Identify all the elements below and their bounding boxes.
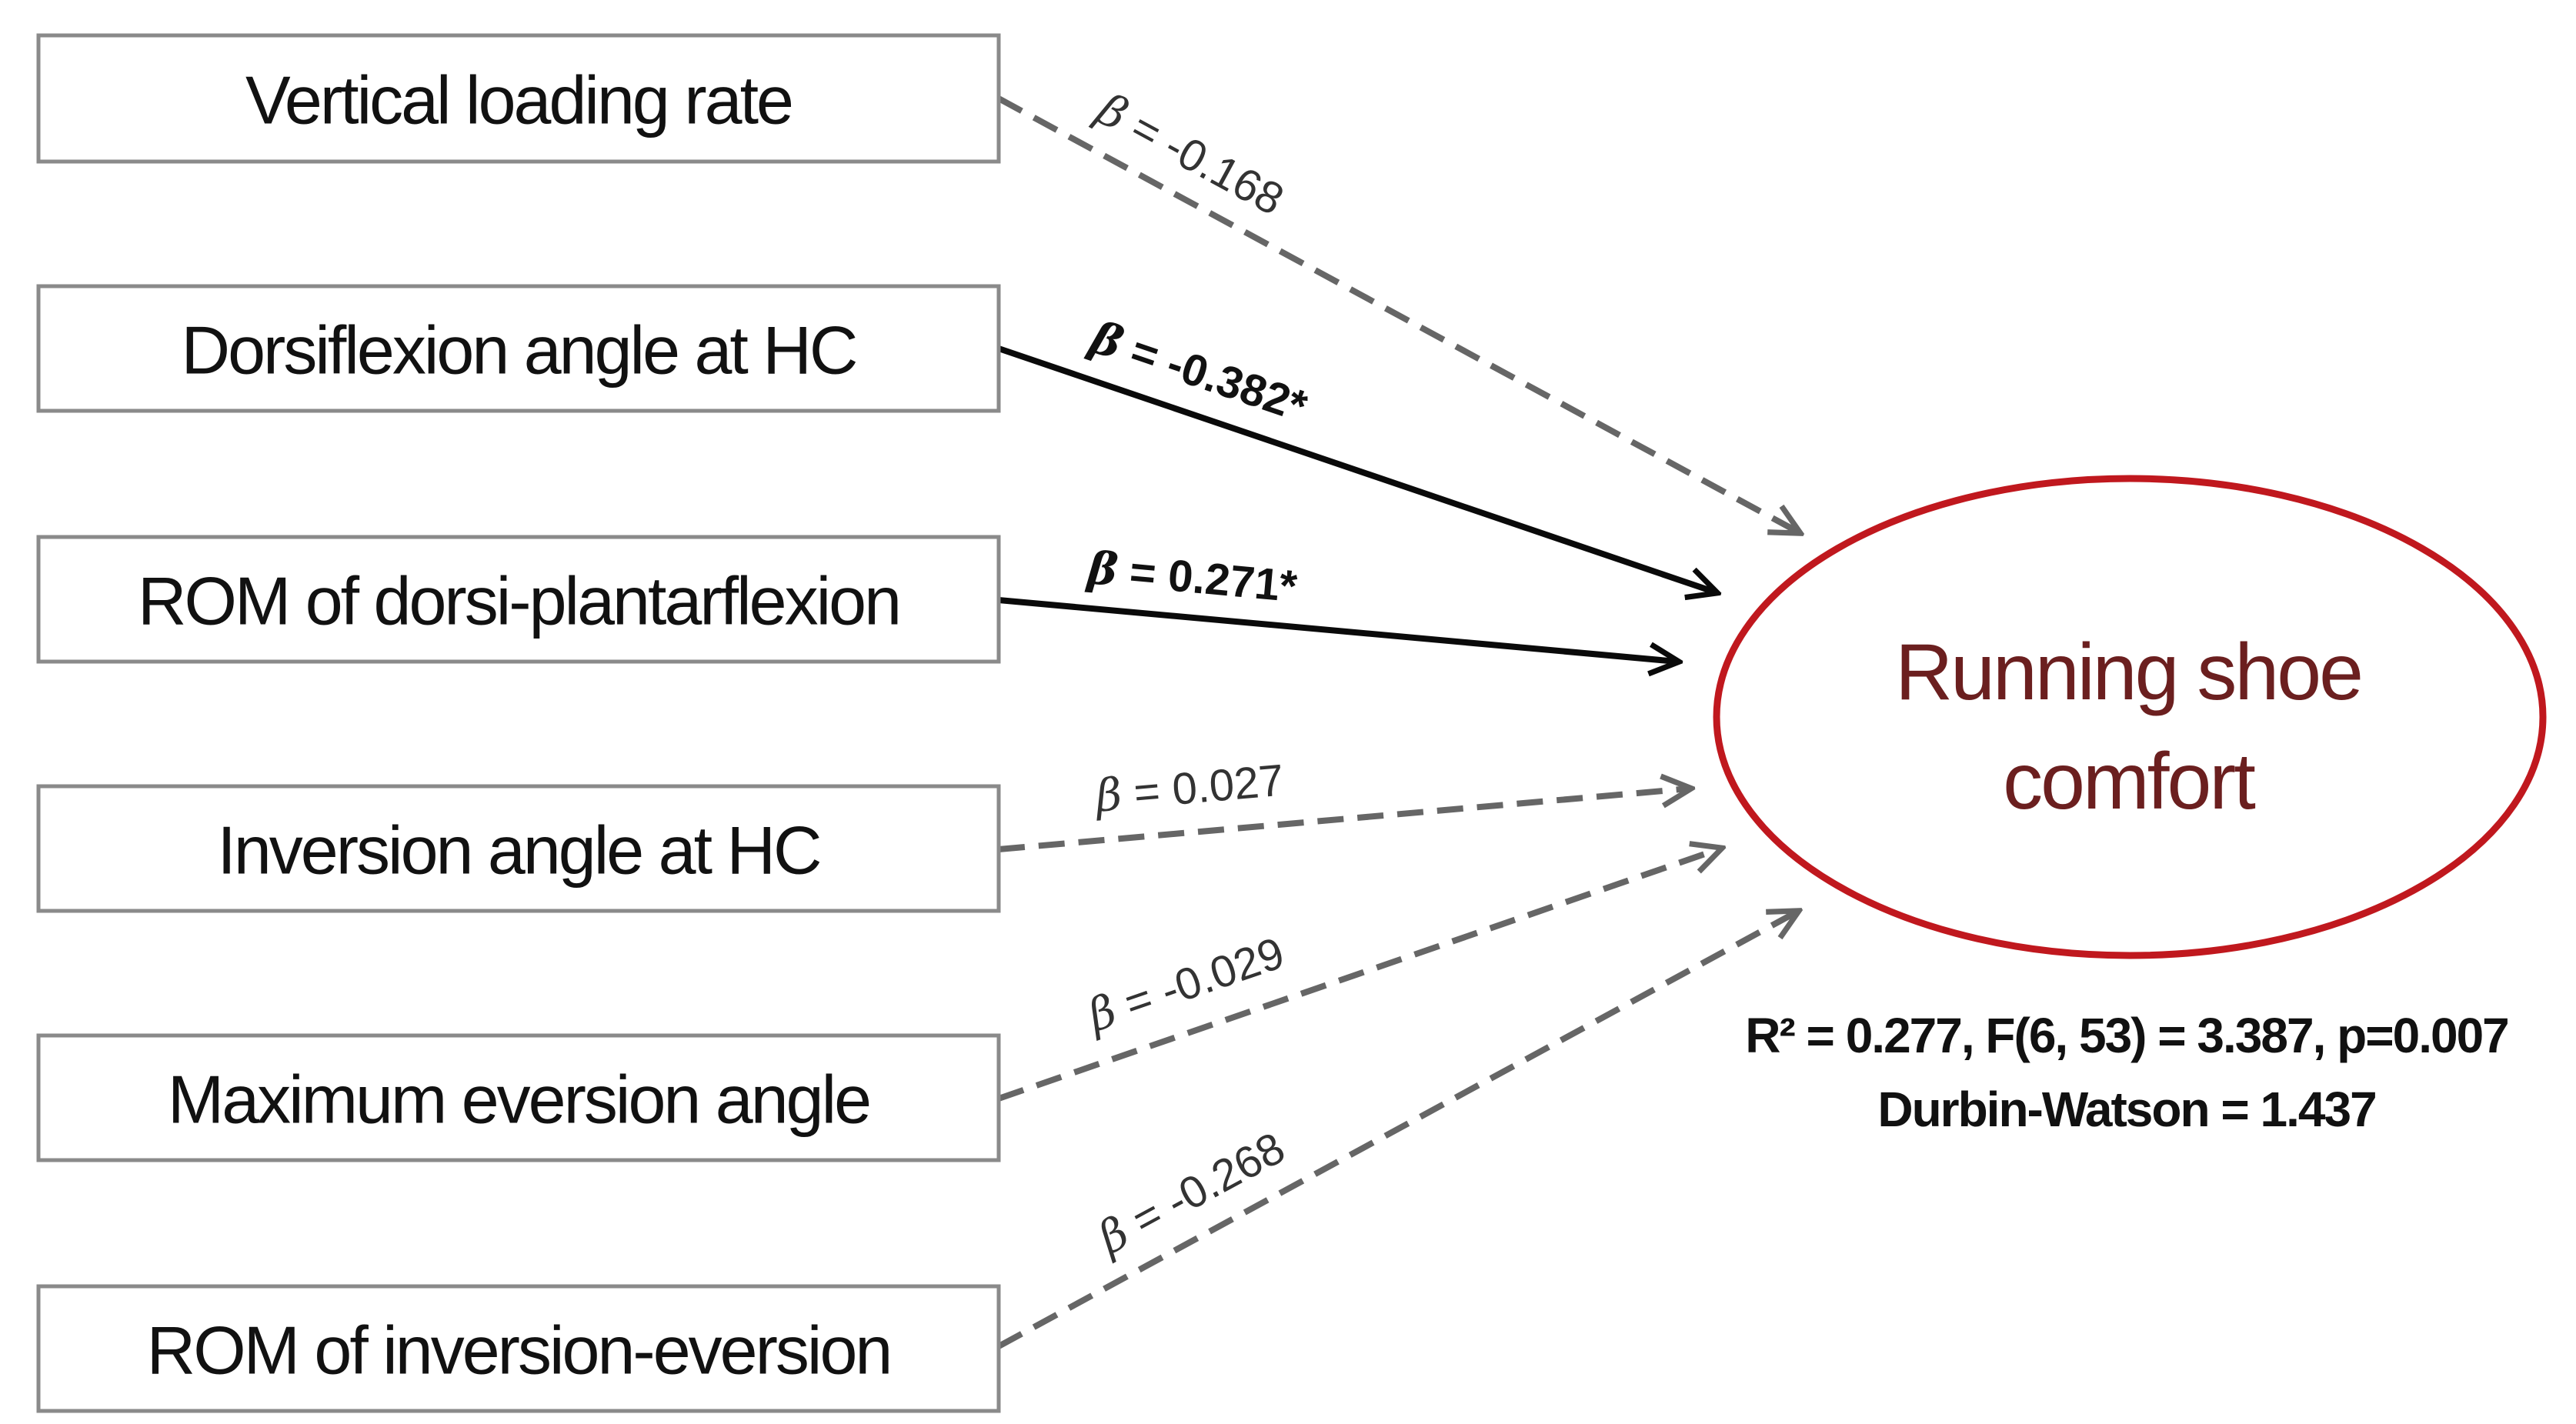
beta-labels: β = -0.168 β = -0.382* β = 0.271* β = 0.… <box>1080 82 1314 1266</box>
model-stats: R² = 0.277, F(6, 53) = 3.387, p=0.007 Du… <box>1745 1008 2510 1137</box>
predictor-box-rom-inversion-eversion: ROM of inversion-eversion <box>36 1284 1001 1413</box>
predictor-boxes: Vertical loading rate Dorsiflexion angle… <box>36 33 1001 1413</box>
stats-line-durbin-watson: Durbin-Watson = 1.437 <box>1877 1082 2375 1137</box>
predictor-label: Dorsiflexion angle at HC <box>182 312 856 389</box>
edges <box>997 95 1799 1349</box>
predictor-box-dorsiflexion-angle-hc: Dorsiflexion angle at HC <box>36 284 1001 413</box>
outcome-label-line1: Running shoe <box>1895 628 2361 717</box>
predictor-box-inversion-angle-hc: Inversion angle at HC <box>36 784 1001 913</box>
predictor-label: ROM of inversion-eversion <box>147 1312 891 1389</box>
outcome-label-line2: comfort <box>2003 737 2256 826</box>
predictor-label: ROM of dorsi-plantarflexion <box>138 563 899 639</box>
edge-maximum-eversion-angle <box>997 849 1720 1102</box>
edge-vertical-loading-rate <box>997 95 1799 532</box>
beta-label-inversion-angle-hc: β = 0.027 <box>1092 754 1286 822</box>
outcome-ellipse <box>1713 475 2547 959</box>
predictor-box-maximum-eversion-angle: Maximum eversion angle <box>36 1033 1001 1162</box>
predictor-box-rom-dorsi-plantarflexion: ROM of dorsi-plantarflexion <box>36 535 1001 664</box>
outcome-node: Running shoe comfort <box>1713 475 2547 959</box>
stats-line-r-squared: R² = 0.277, F(6, 53) = 3.387, p=0.007 <box>1745 1008 2508 1063</box>
edge-rom-inversion-eversion <box>997 912 1797 1349</box>
predictor-box-vertical-loading-rate: Vertical loading rate <box>36 33 1001 164</box>
beta-label-maximum-eversion-angle: β = -0.029 <box>1080 926 1291 1042</box>
predictor-label: Vertical loading rate <box>245 62 792 138</box>
beta-label-rom-dorsi-plantarflexion: β = 0.271* <box>1084 542 1300 613</box>
edge-dorsiflexion-angle-hc <box>997 345 1716 592</box>
edge-rom-dorsi-plantarflexion <box>998 597 1677 662</box>
edge-inversion-angle-hc <box>998 789 1690 852</box>
predictor-label: Maximum eversion angle <box>168 1062 869 1138</box>
predictor-label: Inversion angle at HC <box>217 812 820 889</box>
